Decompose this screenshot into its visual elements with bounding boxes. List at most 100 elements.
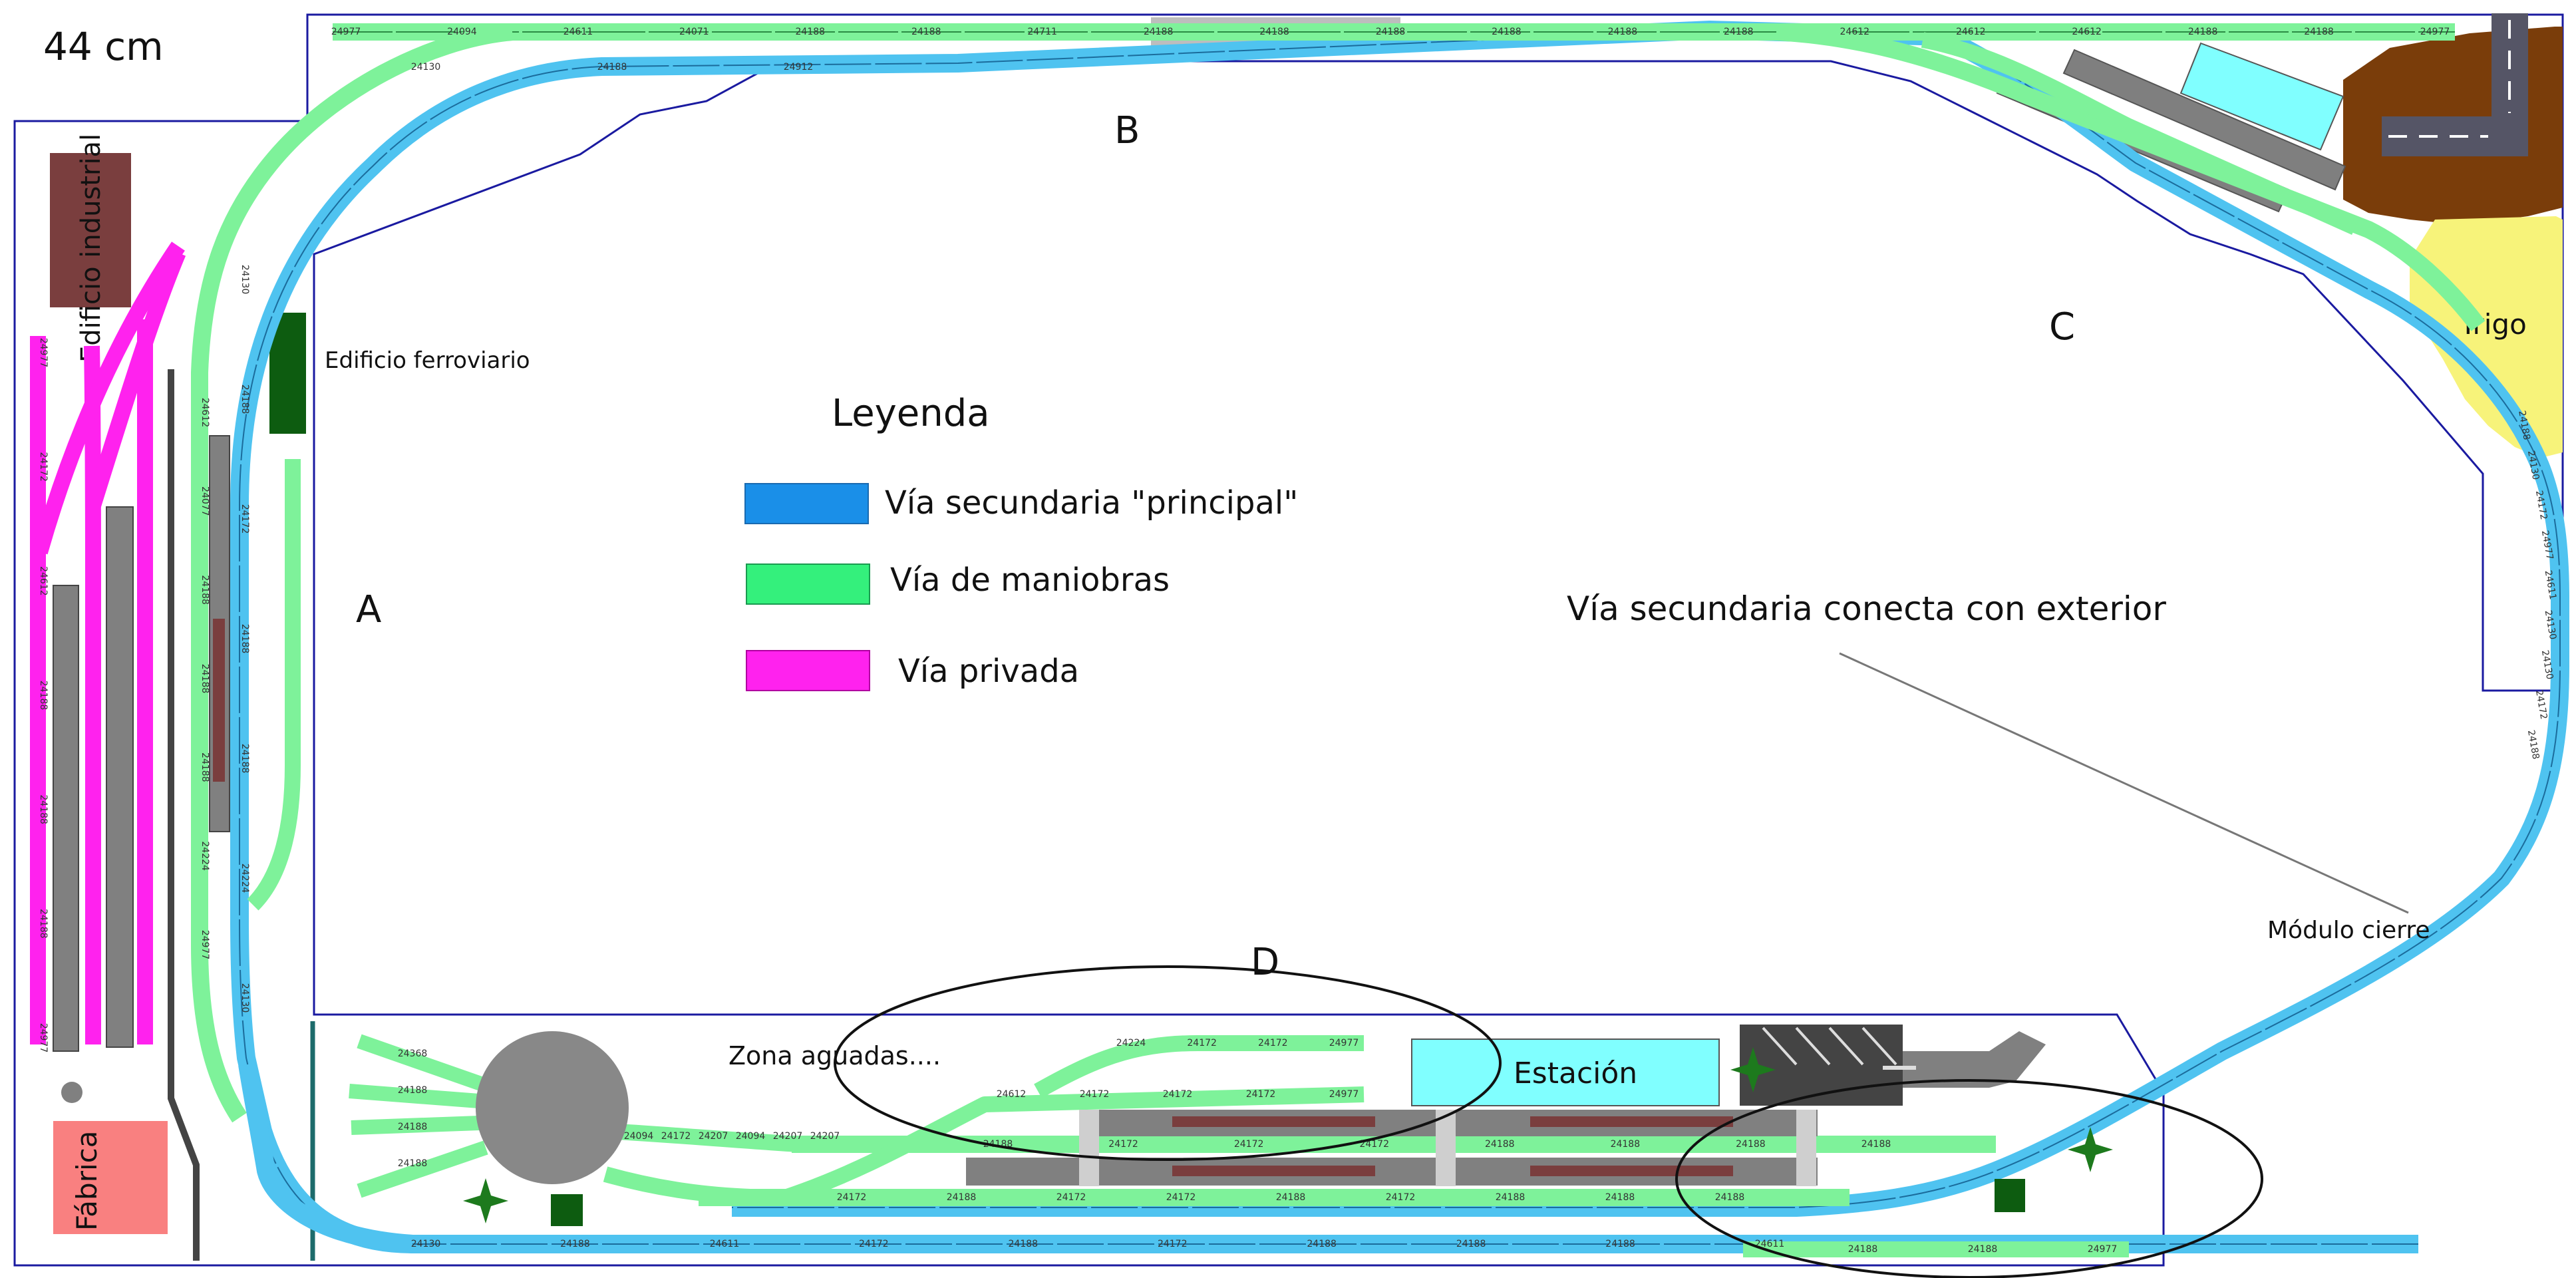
station-building (1411, 1038, 1720, 1106)
track-code-label: 24094 (447, 27, 477, 37)
private-track-branch-2 (85, 249, 186, 508)
turntable-spur-3 (351, 1116, 480, 1135)
private-track-branch (32, 241, 185, 555)
zone-b-label: B (1114, 109, 1140, 152)
track-code-label: 24188 (38, 794, 49, 824)
track-code-label: 24188 (1861, 1139, 1891, 1150)
tree-icon (1730, 1047, 1776, 1092)
track-code-label: 24188 (240, 624, 250, 654)
water-track-upper (1034, 1035, 1364, 1098)
track-code-label: 24207 (773, 1131, 803, 1142)
track-code-label: 24977 (2539, 530, 2555, 561)
track-code-label: 24188 (2516, 410, 2531, 441)
track-code-label: 24188 (1144, 27, 1174, 37)
track-code-label: 24188 (911, 27, 941, 37)
industrial-building (50, 153, 131, 307)
platform-left-1 (53, 585, 79, 1052)
track-code-label: 24172 (1108, 1139, 1138, 1150)
industrial-building-label: Edificio industrial (76, 134, 106, 363)
water-track-lower (782, 1086, 1365, 1205)
track-code-label: 24188 (796, 27, 826, 37)
track-code-label: 24130 (240, 265, 250, 295)
station-plaza (1740, 1025, 1903, 1106)
track-code-label: 24188 (38, 909, 49, 939)
wheat-field (2410, 216, 2563, 458)
platform-roof-3 (1172, 1166, 1375, 1176)
left-shunting-short (247, 459, 301, 911)
track-code-label: 24172 (240, 504, 250, 534)
zone-c-label: C (2049, 305, 2075, 349)
legend-swatch-shunting (746, 563, 870, 605)
track-code-label: 24188 (597, 62, 627, 73)
track-code-label: 24188 (1307, 1239, 1337, 1249)
track-code-label: 24188 (398, 1122, 428, 1132)
track-code-label: 24172 (1166, 1192, 1196, 1203)
track-code-label: 24711 (1027, 27, 1057, 37)
warehouse-cyan (2179, 42, 2344, 151)
road-exit (1903, 1031, 2046, 1088)
track-code-label: 24188 (1736, 1139, 1766, 1150)
track-code-label: 24130 (2525, 450, 2541, 481)
top-siding-left-curve (191, 23, 514, 1123)
closing-module-ellipse (1675, 1079, 2263, 1278)
track-code-label: 24172 (1163, 1089, 1193, 1100)
track-code-label: 24188 (1605, 1192, 1635, 1203)
legend-label-shunting: Vía de maniobras (890, 561, 1170, 599)
track-code-label: 24977 (38, 338, 49, 368)
track-code-label: 24172 (1386, 1192, 1416, 1203)
track-code-label: 24611 (564, 27, 593, 37)
track-code-label: 24977 (1329, 1089, 1359, 1100)
scale-label: 44 cm (43, 24, 164, 69)
track-code-label: 24977 (200, 930, 210, 960)
track-code-label: 24188 (240, 744, 250, 774)
track-code-label: 24612 (1840, 27, 1870, 37)
exterior-pointer-line (1839, 652, 2409, 914)
track-code-label: 24188 (1376, 27, 1406, 37)
factory-building (53, 1121, 168, 1234)
track-code-label: 24188 (1724, 27, 1754, 37)
track-code-label: 24612 (200, 398, 210, 428)
station-plaza-marks (1762, 1027, 1897, 1066)
track-code-label: 24188 (1276, 1192, 1306, 1203)
track-code-label: 24172 (2533, 689, 2549, 720)
legend-title: Leyenda (832, 392, 990, 435)
track-code-label: 24207 (810, 1131, 840, 1142)
track-code-label: 24188 (947, 1192, 977, 1203)
track-code-label: 24188 (200, 664, 210, 694)
zone-d-label: D (1251, 941, 1279, 984)
small-tank (61, 1082, 82, 1103)
track-code-label: 24130 (411, 1239, 441, 1249)
track-code-label: 24612 (1956, 27, 1986, 37)
track-code-label: 24612 (2072, 27, 2102, 37)
track-code-label: 24094 (624, 1131, 654, 1142)
track-code-label: 24912 (784, 62, 814, 73)
track-code-label: 24130 (2543, 609, 2558, 641)
track-code-label: 24977 (331, 27, 361, 37)
legend-label-private: Vía privada (898, 653, 1079, 690)
main-track-loop-edge (239, 29, 2561, 1245)
track-code-label: 24188 (398, 1085, 428, 1096)
platform-roof-1 (1172, 1116, 1375, 1127)
track-code-label: 24172 (1158, 1239, 1188, 1249)
factory-label: Fábrica (71, 1131, 103, 1231)
track-code-label: 24612 (38, 566, 49, 596)
track-code-label: 24172 (2533, 490, 2549, 521)
tree-icon (463, 1178, 508, 1223)
track-code-label: 24188 (1496, 1192, 1526, 1203)
track-code-label: 24188 (1608, 27, 1638, 37)
track-code-label: 24188 (38, 681, 49, 711)
track-code-label: 24368 (398, 1048, 428, 1059)
track-code-label: 24188 (398, 1158, 428, 1169)
exterior-connection-label: Vía secundaria conecta con exterior (1567, 589, 2166, 628)
track-code-label: 24172 (1056, 1192, 1086, 1203)
track-code-label: 24172 (1258, 1038, 1288, 1048)
water-zone-label: Zona aguadas.... (728, 1041, 941, 1070)
track-code-label: 24188 (1848, 1244, 1878, 1255)
turntable-exit-track-2 (603, 1166, 786, 1205)
track-code-label: 24188 (1611, 1139, 1641, 1150)
track-code-label: 24224 (1116, 1038, 1146, 1048)
track-code-label: 24188 (1456, 1239, 1486, 1249)
track-code-label: 24188 (240, 385, 250, 414)
water-zone-ellipse (834, 965, 1502, 1161)
track-code-label: 24977 (2088, 1244, 2118, 1255)
